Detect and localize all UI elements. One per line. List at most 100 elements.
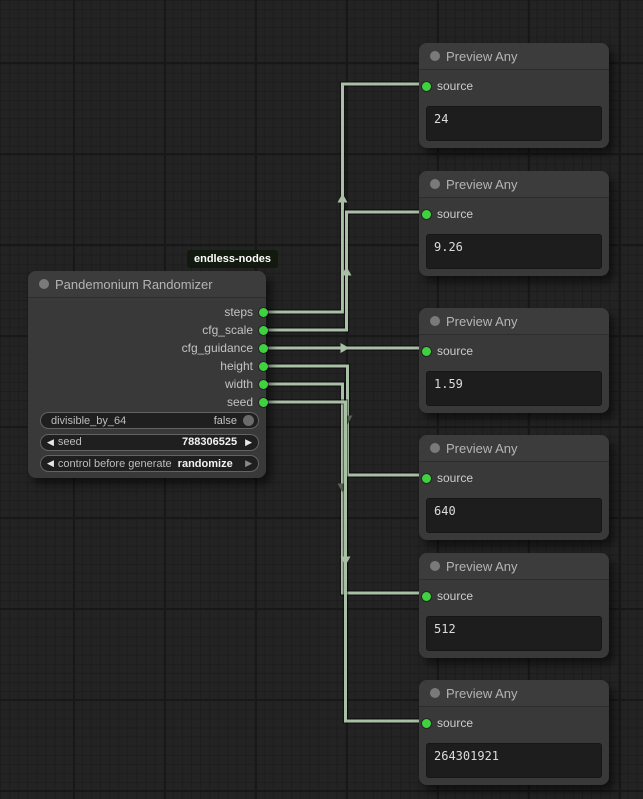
input-slot-label: source	[437, 589, 474, 603]
input-slot-source[interactable]: source	[422, 344, 473, 358]
node-title: Preview Any	[446, 440, 518, 456]
collapse-dot-icon[interactable]	[430, 561, 440, 571]
collapse-dot-icon[interactable]	[430, 316, 440, 326]
output-slot-seed[interactable]: seed	[28, 393, 268, 411]
collapse-dot-icon[interactable]	[430, 688, 440, 698]
prev-option-arrow-icon[interactable]: ◀	[47, 458, 54, 468]
wire-cfg-guidance-to-preview-3[interactable]	[263, 343, 427, 353]
value-text: 24	[434, 112, 449, 126]
node-preview-any-5[interactable]: Preview Any source 512	[419, 553, 609, 658]
collapse-dot-icon[interactable]	[39, 279, 49, 289]
widget-control-before-generate-combo[interactable]: ◀ control before generate randomize ▶	[40, 455, 259, 472]
widget-list: divisible_by_64 false ◀ seed 788306525 ▶…	[40, 412, 259, 477]
input-slot-label: source	[437, 79, 474, 93]
input-slot-dot-icon[interactable]	[422, 718, 431, 728]
input-slot-dot-icon[interactable]	[422, 346, 431, 356]
input-slot-source[interactable]: source	[422, 716, 473, 730]
wire-steps-to-preview-1[interactable]	[263, 81, 427, 315]
node-header[interactable]: Preview Any	[419, 680, 609, 707]
node-title: Preview Any	[446, 176, 518, 192]
toggle-circle-icon[interactable]	[243, 415, 254, 426]
wire-arrow-up-icon	[341, 266, 352, 276]
node-preview-any-1[interactable]: Preview Any source 24	[419, 43, 609, 148]
value-display[interactable]: 1.59	[426, 371, 602, 406]
node-preview-any-4[interactable]: Preview Any source 640	[419, 435, 609, 540]
widget-value: false	[213, 414, 237, 427]
input-slot-label: source	[437, 207, 474, 221]
value-display[interactable]: 640	[426, 498, 602, 533]
widget-value: 788306525	[182, 436, 238, 448]
collapse-dot-icon[interactable]	[430, 179, 440, 189]
output-label: steps	[224, 305, 253, 319]
output-slot-dot-icon[interactable]	[259, 325, 268, 335]
value-display[interactable]: 264301921	[426, 743, 602, 778]
node-header[interactable]: Preview Any	[419, 308, 609, 335]
node-header[interactable]: Preview Any	[419, 43, 609, 70]
output-label: cfg_scale	[202, 323, 253, 337]
decrement-arrow-icon[interactable]: ◀	[47, 436, 54, 447]
next-option-arrow-icon[interactable]: ▶	[245, 458, 252, 468]
widget-divisible-by-64-toggle[interactable]: divisible_by_64 false	[40, 412, 259, 429]
node-header[interactable]: Preview Any	[419, 435, 609, 462]
collapse-dot-icon[interactable]	[430, 51, 440, 61]
collapse-dot-icon[interactable]	[430, 443, 440, 453]
input-slot-dot-icon[interactable]	[422, 81, 431, 91]
increment-arrow-icon[interactable]: ▶	[245, 436, 252, 447]
node-preview-any-2[interactable]: Preview Any source 9.26	[419, 171, 609, 276]
output-slot-steps[interactable]: steps	[28, 303, 268, 321]
widget-label: control before generate	[57, 457, 172, 470]
input-slot-source[interactable]: source	[422, 207, 473, 221]
value-text: 640	[434, 504, 456, 518]
output-label: seed	[226, 395, 253, 409]
output-label: cfg_guidance	[181, 341, 253, 355]
value-text: 9.26	[434, 240, 463, 254]
input-slot-label: source	[437, 344, 474, 358]
widget-label: divisible_by_64	[51, 414, 127, 427]
node-preview-any-6[interactable]: Preview Any source 264301921	[419, 680, 609, 785]
wire-arrow-right-icon	[340, 343, 350, 353]
input-slot-source[interactable]: source	[422, 471, 473, 485]
output-label: height	[220, 359, 253, 373]
widget-seed-number[interactable]: ◀ seed 788306525 ▶	[40, 433, 259, 451]
wire-seed-to-preview-6[interactable]	[263, 399, 427, 724]
output-slot-dot-icon[interactable]	[259, 379, 268, 389]
output-slot-width[interactable]: width	[28, 375, 268, 393]
input-slot-source[interactable]: source	[422, 589, 473, 603]
output-slot-height[interactable]: height	[28, 357, 268, 375]
node-preview-any-3[interactable]: Preview Any source 1.59	[419, 308, 609, 413]
input-slot-dot-icon[interactable]	[422, 591, 431, 601]
wire-cfg-scale-to-preview-2[interactable]	[263, 209, 427, 333]
input-slot-source[interactable]: source	[422, 79, 473, 93]
node-title: Preview Any	[446, 685, 518, 701]
output-slots: steps cfg_scale cfg_guidance height widt…	[28, 303, 268, 411]
input-slot-dot-icon[interactable]	[422, 209, 431, 219]
output-slot-dot-icon[interactable]	[259, 397, 268, 407]
value-text: 264301921	[434, 749, 500, 763]
wire-arrow-up-icon	[337, 193, 348, 203]
value-display[interactable]: 512	[426, 616, 602, 651]
node-title: Preview Any	[446, 558, 518, 574]
input-slot-dot-icon[interactable]	[422, 473, 431, 483]
output-slot-dot-icon[interactable]	[259, 361, 268, 371]
value-display[interactable]: 24	[426, 106, 602, 141]
node-pandemonium-randomizer[interactable]: Pandemonium Randomizer steps cfg_scale c…	[28, 271, 268, 478]
output-slot-dot-icon[interactable]	[259, 343, 268, 353]
output-slot-dot-icon[interactable]	[259, 307, 268, 317]
output-slot-cfg-scale[interactable]: cfg_scale	[28, 321, 268, 339]
widget-value: randomize	[177, 457, 233, 470]
output-slot-cfg-guidance[interactable]: cfg_guidance	[28, 339, 268, 357]
node-header[interactable]: Preview Any	[419, 553, 609, 580]
node-category-badge: endless-nodes	[187, 250, 279, 268]
widget-label: seed	[57, 436, 82, 448]
value-display[interactable]: 9.26	[426, 234, 602, 269]
wire-arrow-down-icon	[340, 556, 351, 566]
node-header[interactable]: Pandemonium Randomizer	[28, 271, 266, 298]
value-text: 1.59	[434, 377, 463, 391]
output-label: width	[224, 377, 253, 391]
node-title: Preview Any	[446, 313, 518, 329]
node-header[interactable]: Preview Any	[419, 171, 609, 198]
input-slot-label: source	[437, 471, 474, 485]
input-slot-label: source	[437, 716, 474, 730]
